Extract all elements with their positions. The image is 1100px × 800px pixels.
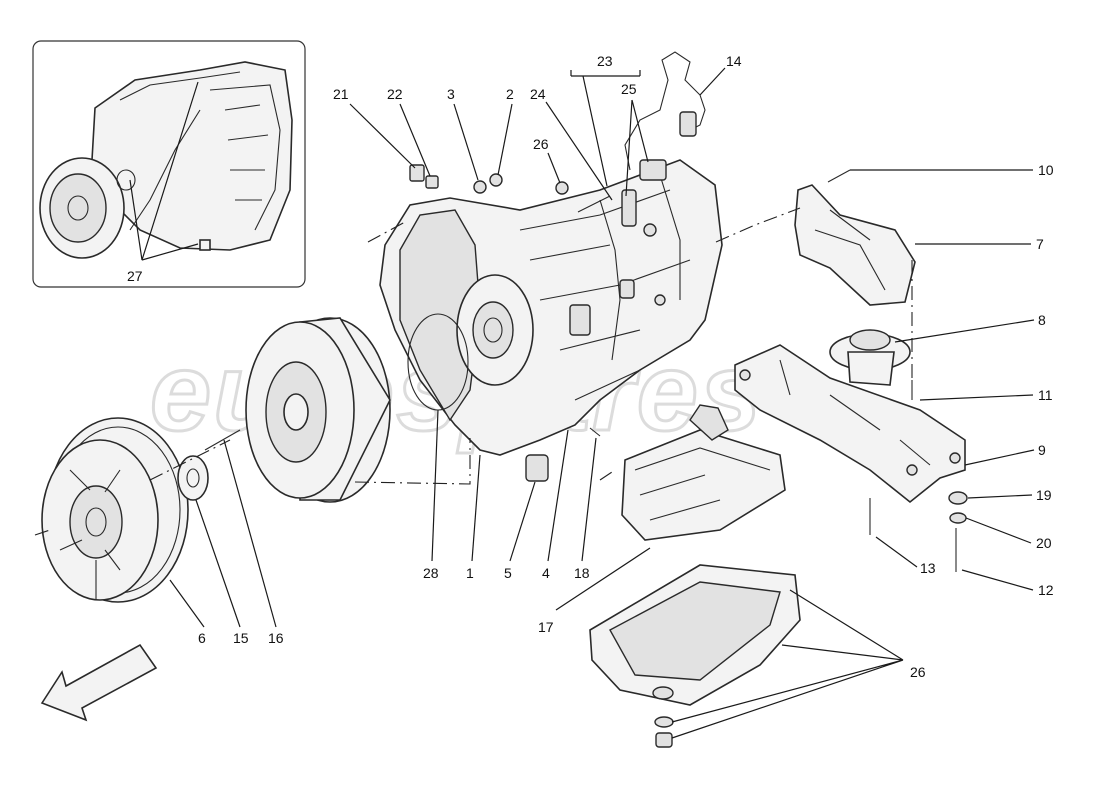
callout-25: 25 [621, 81, 637, 97]
callout-10: 10 [1038, 162, 1054, 178]
callout-22: 22 [387, 86, 403, 102]
callout-leaders [129, 67, 1035, 739]
gearbox-housing [379, 51, 723, 456]
callout-17: 17 [538, 619, 554, 635]
bolt-22 [425, 175, 439, 189]
callout-20: 20 [1036, 535, 1052, 551]
callout-5: 5 [504, 565, 512, 581]
callout-3: 3 [447, 86, 455, 102]
callout-15: 15 [233, 630, 249, 646]
callout-11: 11 [1038, 387, 1053, 403]
callout-1: 1 [466, 565, 474, 581]
inset-assembled-view [32, 40, 306, 288]
callout-7: 7 [1036, 236, 1044, 252]
callout-13: 13 [920, 560, 936, 576]
washer-20 [949, 512, 967, 524]
washer-19 [948, 491, 968, 505]
clip-21 [409, 164, 425, 182]
mount-bracket [794, 184, 916, 306]
bolt-10 [827, 169, 851, 183]
callout-26-bottom: 26 [910, 664, 926, 680]
callout-16: 16 [268, 630, 284, 646]
callout-27: 27 [127, 268, 143, 284]
mount-pad-5 [525, 454, 549, 482]
callout-19: 19 [1036, 487, 1052, 503]
torque-converter [245, 317, 391, 503]
callout-28: 28 [423, 565, 439, 581]
callout-14: 14 [726, 53, 742, 69]
nut-2 [489, 173, 503, 187]
callout-24: 24 [530, 86, 546, 102]
bolt-16 [204, 429, 241, 451]
callout-6: 6 [198, 630, 206, 646]
drain-washer [654, 716, 674, 728]
rubber-mount [829, 329, 911, 386]
flex-plate [41, 417, 189, 603]
callout-4: 4 [542, 565, 550, 581]
callout-labels: 1 2 3 4 5 6 7 8 9 10 11 12 13 14 15 16 1… [127, 53, 1054, 680]
callout-23: 23 [597, 53, 613, 69]
cross-member [734, 344, 966, 504]
nut-3 [473, 180, 487, 194]
direction-arrow-icon [40, 643, 158, 722]
oil-pan [589, 564, 801, 706]
callout-18: 18 [574, 565, 590, 581]
callout-26-top: 26 [533, 136, 549, 152]
callout-12: 12 [1038, 582, 1054, 598]
callout-21: 21 [333, 86, 349, 102]
flex-plate-washer [177, 455, 209, 501]
drain-plug [655, 732, 673, 748]
valve-body [621, 404, 786, 541]
callout-2: 2 [506, 86, 514, 102]
assembly-lines [34, 207, 913, 536]
bolt-18 [589, 427, 601, 437]
callout-8: 8 [1038, 312, 1046, 328]
callout-9: 9 [1038, 442, 1046, 458]
